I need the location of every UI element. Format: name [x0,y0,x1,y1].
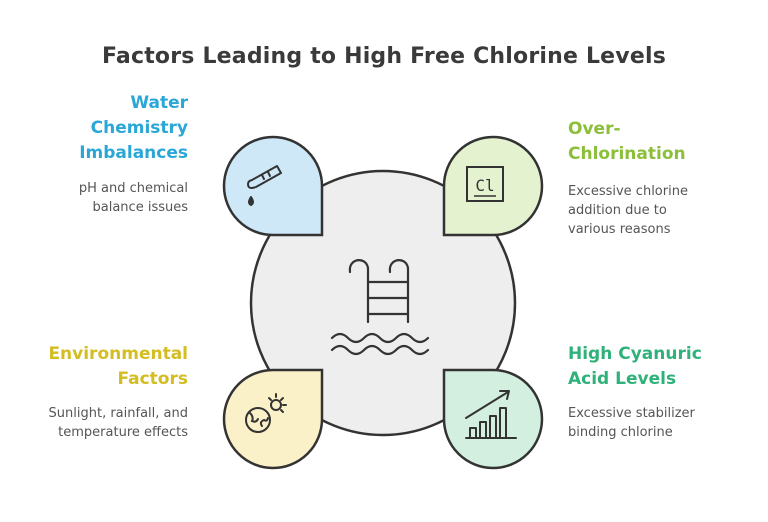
page-title: Factors Leading to High Free Chlorine Le… [101,44,667,69]
environmental-title: Environmental Factors [10,342,188,392]
over-desc-line-2: addition due to [568,203,667,218]
water-desc-line-2: balance issues [92,200,188,215]
environmental-description: Sunlight, rainfall, and temperature effe… [10,404,188,442]
cyanuric-acid-node [442,368,544,470]
cyanuric-acid-bubble [442,368,544,470]
over-title-line-2: Chlorination [568,144,686,164]
env-desc-line-1: Sunlight, rainfall, and [48,406,188,421]
over-chlorination-title: Over- Chlorination [568,117,748,167]
water-title-line-2: Chemistry [90,118,188,138]
cya-desc-line-2: binding chlorine [568,425,673,440]
over-chlorination-bubble [442,135,544,237]
cya-title-line-2: Acid Levels [568,369,677,389]
over-title-line-1: Over- [568,119,621,139]
env-title-line-1: Environmental [48,344,188,364]
cya-desc-line-1: Excessive stabilizer [568,406,695,421]
over-chlorination-node: Cl [442,135,544,237]
water-chemistry-node [222,135,324,237]
env-desc-line-2: temperature effects [58,425,188,440]
cyanuric-acid-description: Excessive stabilizer binding chlorine [568,404,748,442]
cya-title-line-1: High Cyanuric [568,344,702,364]
chlorine-symbol: Cl [475,176,494,195]
water-chemistry-description: pH and chemical balance issues [30,179,188,217]
water-chemistry-bubble [222,135,324,237]
pool-ladder-icon [330,259,430,356]
over-chlorination-description: Excessive chlorine addition due to vario… [568,182,748,239]
water-chemistry-title: Water Chemistry Imbalances [40,91,188,166]
environmental-bubble [222,368,324,470]
over-desc-line-1: Excessive chlorine [568,184,688,199]
water-title-line-3: Imbalances [79,143,188,163]
environmental-node [222,368,324,470]
env-title-line-2: Factors [117,369,188,389]
water-desc-line-1: pH and chemical [78,181,188,196]
test-tube-icon [247,165,282,206]
over-desc-line-3: various reasons [568,222,671,237]
chlorine-element-icon: Cl [466,166,504,202]
water-title-line-1: Water [130,93,188,113]
sun-globe-icon [245,393,287,433]
bar-chart-up-icon [465,390,517,439]
cyanuric-acid-title: High Cyanuric Acid Levels [568,342,748,392]
